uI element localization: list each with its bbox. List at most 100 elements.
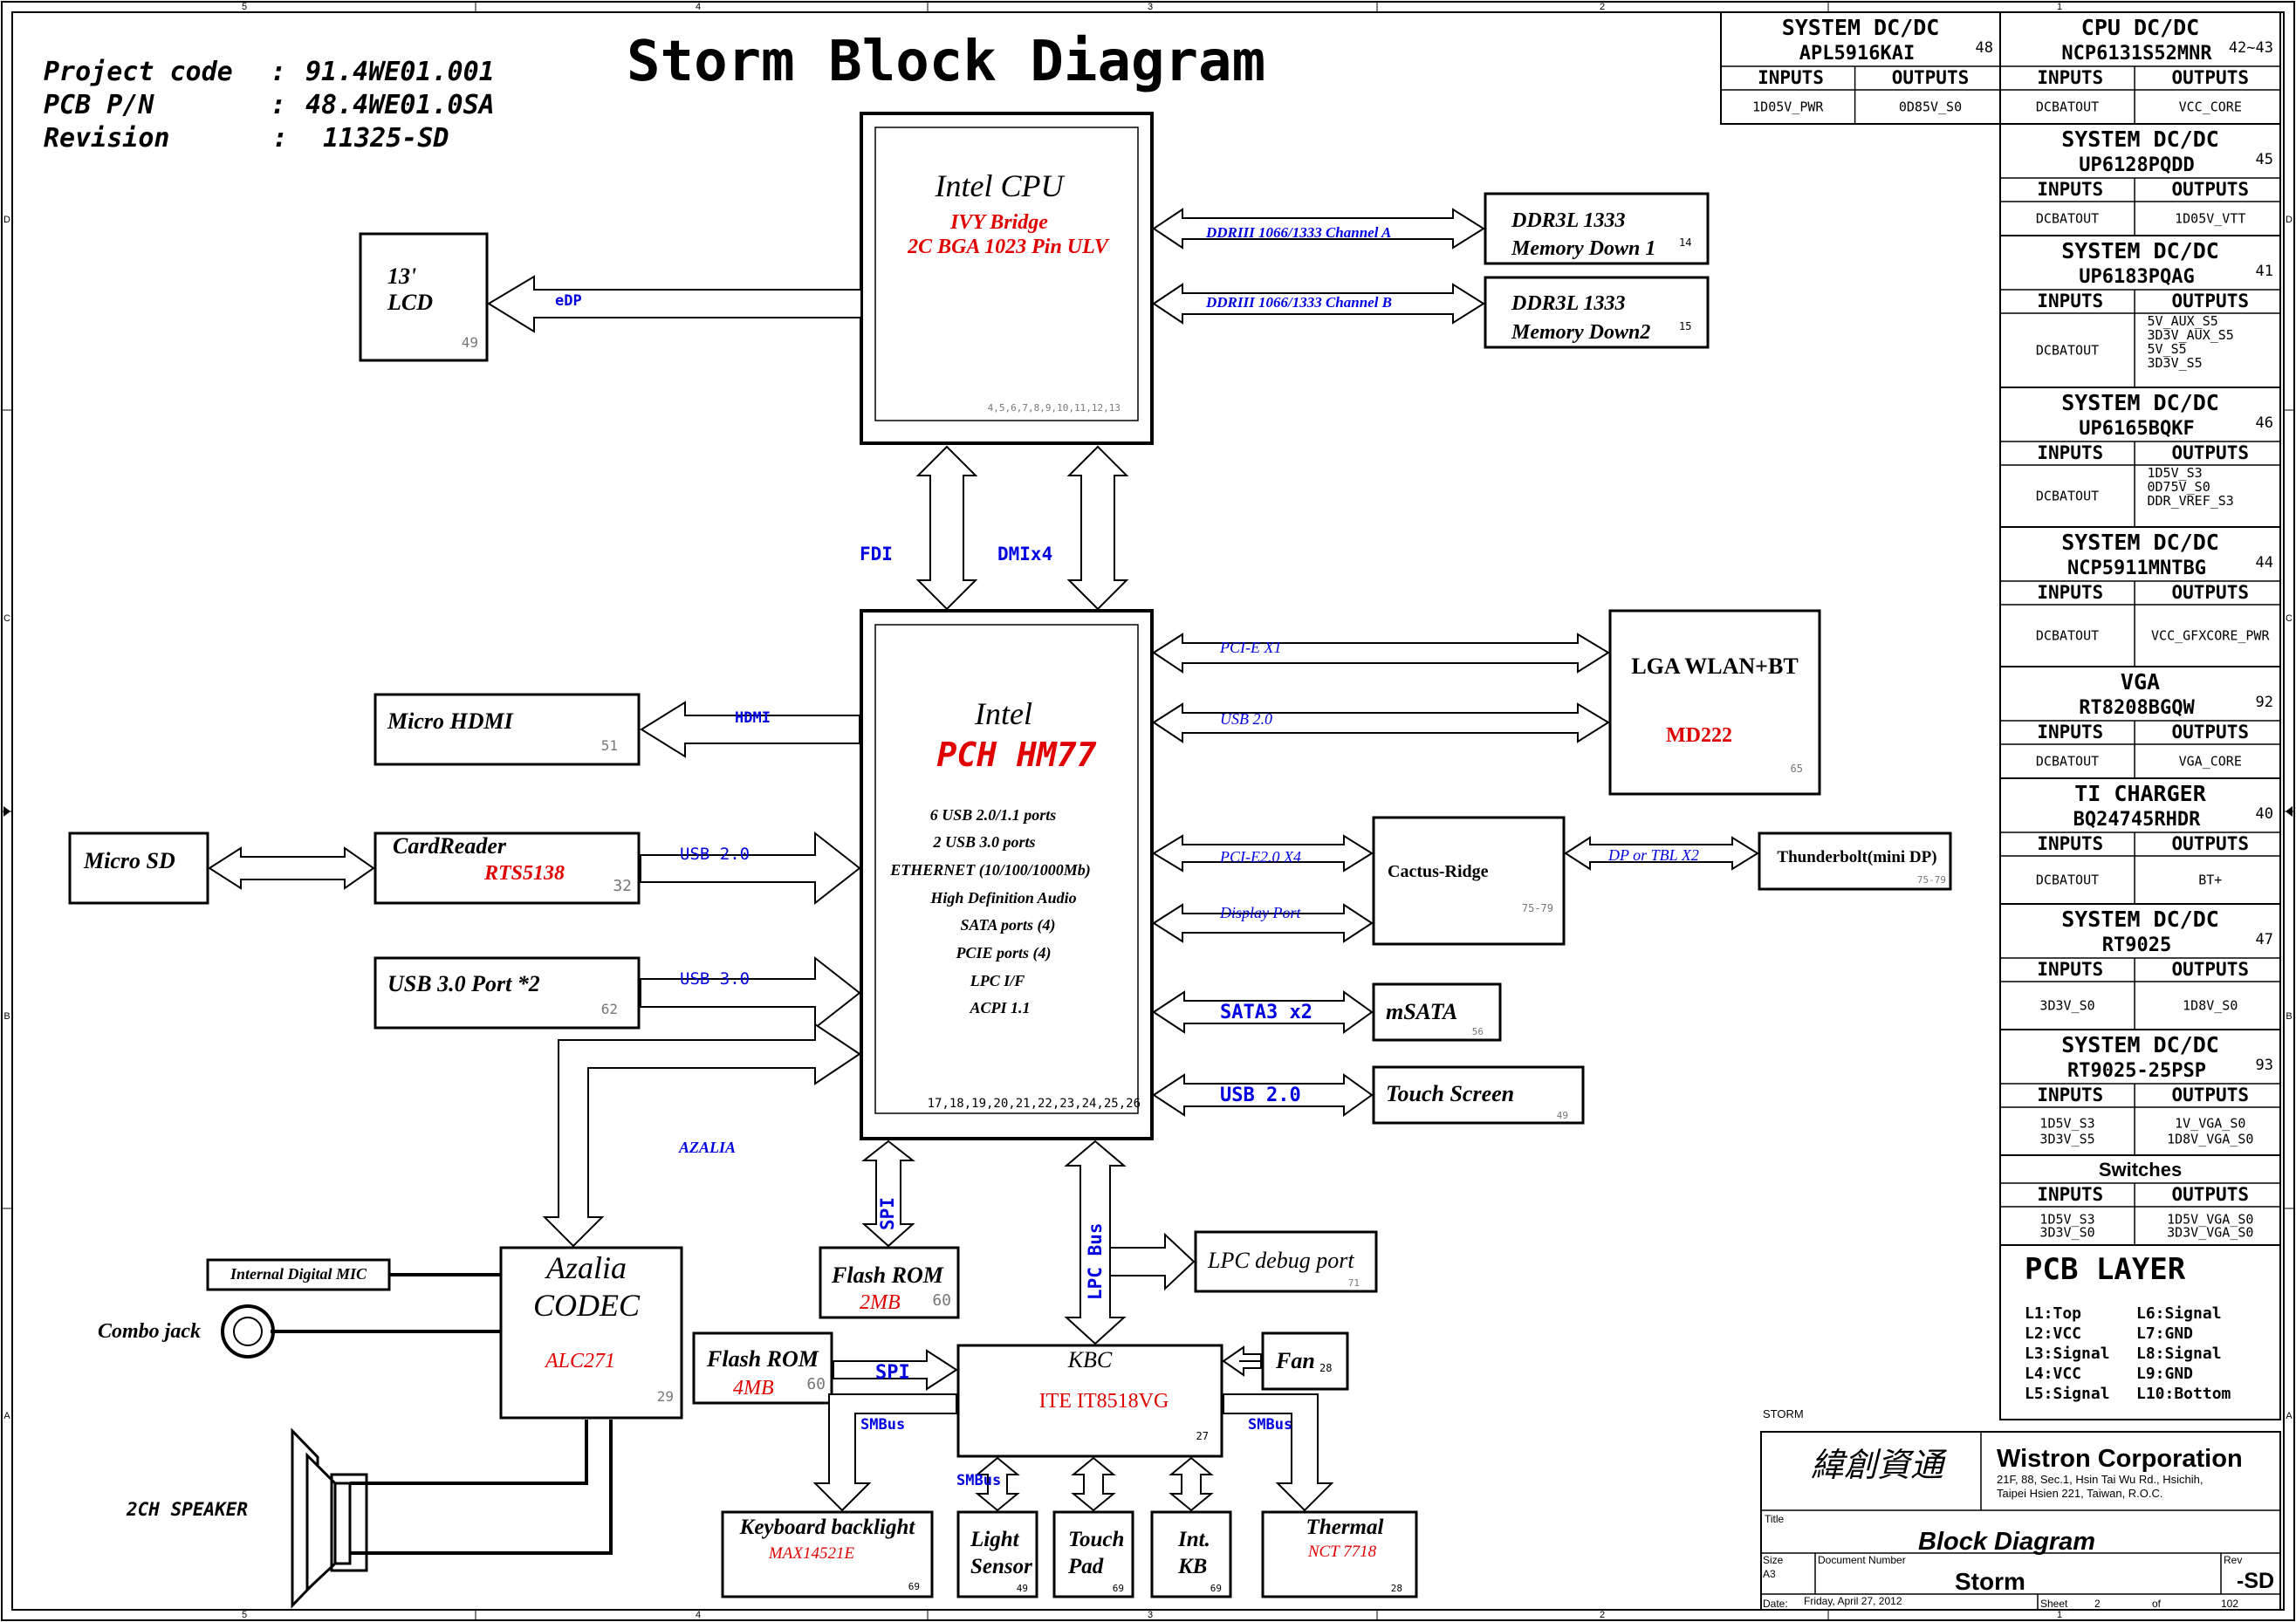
- power-table-top-0-output: 0D85V_S0: [1899, 99, 1962, 115]
- cactus-box: [1372, 816, 1566, 946]
- smbus-right-label: SMBus: [1248, 1416, 1292, 1434]
- frame-top-number: 2: [1600, 2, 1605, 12]
- switches-output: 1D5V_VGA_S0: [2167, 1212, 2253, 1228]
- frame-center-mark-right: [2286, 806, 2293, 817]
- msata-label: mSATA: [1386, 999, 1457, 1024]
- smbus-right-arrow: [1223, 1393, 1334, 1512]
- pcb-layer-item: L8:Signal: [2136, 1345, 2222, 1363]
- msata-arrow: [1152, 990, 1374, 1034]
- hdmi-box: [374, 693, 641, 766]
- flash1-box: [819, 1246, 960, 1319]
- pcb-layer-panel: PCB LAYER L1:Top L2:VCC L3:Signal L4:VCC…: [1999, 1244, 2281, 1420]
- wlan-pcie-label: PCI-E X1: [1219, 639, 1281, 656]
- fan-page: 28: [1319, 1362, 1332, 1374]
- frame-bottom-number: 3: [1148, 1610, 1153, 1620]
- power-table-1: [1999, 235, 2281, 388]
- ddr2-line2: Memory Down2: [1511, 321, 1650, 344]
- title-block-text: STORM 緯創資通 Wistron Corporation 21F, 88, …: [1763, 1407, 2274, 1610]
- cpu-pages: 4,5,6,7,8,9,10,11,12,13: [988, 402, 1121, 414]
- tb-address2: Taipei Hsien 221, Taiwan, R.O.C.: [1997, 1487, 2163, 1500]
- cactus-label: Cactus-Ridge: [1388, 862, 1489, 881]
- edp-label: eDP: [555, 292, 582, 310]
- power-table-6-page: 47: [2256, 931, 2273, 948]
- tb-rev-label: Rev: [2224, 1554, 2242, 1566]
- power-table-6-input: 3D3V_S0: [2039, 998, 2094, 1014]
- power-table-top-1-output: VCC_CORE: [2179, 99, 2242, 115]
- project-code-label: Project code: [44, 57, 233, 87]
- pcb-pn-value: 48.4WE01.0SA: [305, 90, 495, 120]
- lcd-line2: LCD: [387, 290, 433, 315]
- thunderbolt-label: Thunderbolt(mini DP): [1777, 848, 1936, 866]
- tb-date-label: Date:: [1763, 1598, 1788, 1610]
- usb3-bus-label: USB 3.0: [680, 969, 750, 989]
- intkb-page: 69: [1210, 1583, 1222, 1594]
- cpu-box-inner: [874, 127, 1139, 421]
- power-table-4-inputs-header: INPUTS: [2037, 722, 2103, 743]
- power-table-4: [1999, 666, 2281, 779]
- pch-feature: SATA ports (4): [960, 916, 1055, 934]
- power-table-7-part: RT9025-25PSP: [2067, 1060, 2206, 1082]
- kbc-page: 27: [1196, 1430, 1209, 1442]
- power-table-top-0-inputs-header: INPUTS: [1758, 67, 1824, 88]
- pcb-layer-title: PCB LAYER: [2025, 1252, 2186, 1287]
- power-table-0-page: 45: [2256, 151, 2273, 168]
- touchscreen-box: [1372, 1065, 1585, 1125]
- power-table-6-title: SYSTEM DC/DC: [2061, 907, 2219, 932]
- frame-bottom-number: 4: [696, 1610, 701, 1620]
- power-table-0-outputs-header: OUTPUTS: [2171, 179, 2249, 200]
- light-box: [956, 1510, 1038, 1598]
- touchpad-page: 69: [1113, 1583, 1124, 1594]
- fdi-arrow: [915, 445, 978, 611]
- power-table-7-input: 1D5V_S3: [2039, 1115, 2094, 1131]
- power-table-2-inputs-header: INPUTS: [2037, 442, 2103, 463]
- touchpad-line1: Touch: [1068, 1528, 1124, 1551]
- power-table-4-part: RT8208BGQW: [2079, 697, 2195, 719]
- pch-feature: ACPI 1.1: [969, 999, 1030, 1016]
- combo-label: Combo jack: [98, 1320, 201, 1343]
- frame-left-letter: C: [3, 613, 10, 624]
- fan-label: Fan: [1275, 1348, 1315, 1373]
- power-table-1-input: DCBATOUT: [2036, 343, 2099, 359]
- speaker-icon: [291, 1427, 368, 1609]
- codec-page: 29: [657, 1388, 674, 1405]
- thunderbolt-box: [1758, 832, 1952, 891]
- msata-page: 56: [1472, 1026, 1484, 1037]
- frame-top-number: 4: [696, 2, 701, 12]
- power-table-5-page: 40: [2256, 805, 2273, 823]
- wlan-box: [1608, 609, 1821, 796]
- power-table-6-outputs-header: OUTPUTS: [2171, 959, 2249, 980]
- codec-line2: CODEC: [533, 1288, 641, 1323]
- tb-sheet-label: Sheet: [2040, 1598, 2068, 1610]
- fan-box: [1261, 1331, 1349, 1391]
- lpc-arrow: [1064, 1140, 1127, 1345]
- power-table-6-inputs-header: INPUTS: [2037, 959, 2103, 980]
- wlan-model: MD222: [1666, 724, 1732, 747]
- project-code-sep: :: [271, 57, 286, 87]
- spi1-arrow: [861, 1140, 915, 1248]
- power-table-top-0-part: APL5916KAI: [1799, 43, 1915, 65]
- power-table-top-1-outputs-header: OUTPUTS: [2171, 67, 2249, 88]
- frame-top-number: 3: [1148, 2, 1153, 12]
- lcd-page: 49: [462, 334, 478, 351]
- power-table-top-0-title: SYSTEM DC/DC: [1782, 15, 1940, 40]
- power-table-5-title: TI CHARGER: [2074, 781, 2206, 806]
- power-table-4-title: VGA: [2121, 669, 2160, 695]
- kbbl-page: 69: [908, 1581, 920, 1592]
- frame-right-letter: A: [2286, 1411, 2293, 1421]
- tb-rev: -SD: [2237, 1569, 2274, 1593]
- pch-title1: Intel: [974, 696, 1032, 731]
- ddr1-bus-label: DDRIII 1066/1333 Channel A: [1205, 224, 1391, 241]
- lpcdebug-label: LPC debug port: [1207, 1248, 1354, 1273]
- pcb-layer-item: L5:Signal: [2025, 1385, 2110, 1403]
- power-table-top-1-title: CPU DC/DC: [2081, 15, 2199, 40]
- lpcdebug-arrow: [1109, 1232, 1196, 1291]
- ddr1-page: 14: [1679, 236, 1691, 249]
- flash2-label: Flash ROM: [706, 1346, 819, 1372]
- thunderbolt-bus-label: DP or TBL X2: [1607, 846, 1699, 864]
- ddr2-bus-label: DDRIII 1066/1333 Channel B: [1205, 294, 1392, 311]
- power-table-top-1: [1999, 11, 2281, 125]
- pch-feature: LPC I/F: [970, 972, 1025, 989]
- tb-docnum-label: Document Number: [1818, 1554, 1906, 1566]
- switches-outputs-header: OUTPUTS: [2171, 1184, 2249, 1205]
- power-table-3-page: 44: [2256, 554, 2273, 571]
